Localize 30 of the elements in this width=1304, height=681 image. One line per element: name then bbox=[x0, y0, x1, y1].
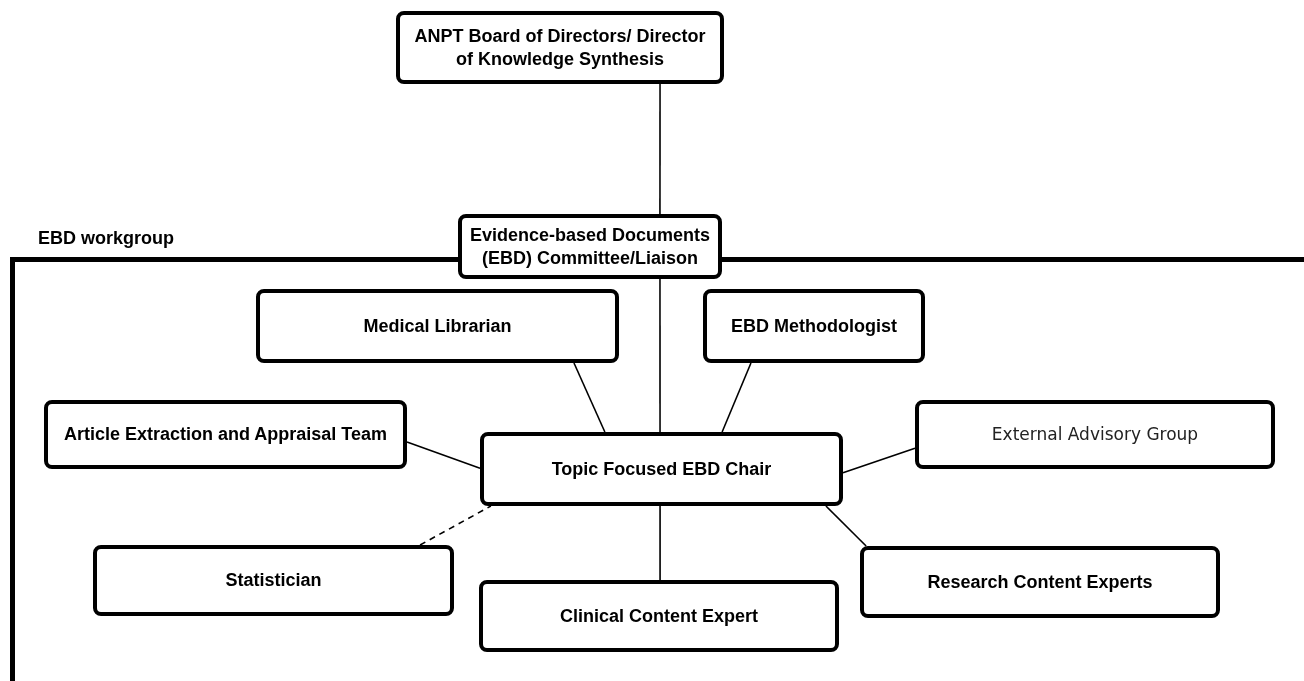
role-box bbox=[479, 580, 839, 652]
role-box bbox=[93, 545, 454, 616]
role-title: Statistician bbox=[225, 569, 322, 592]
role-box bbox=[703, 289, 925, 363]
role-box bbox=[860, 546, 1220, 618]
role-box bbox=[256, 289, 619, 363]
connector-line bbox=[573, 362, 606, 433]
role-title: Research Content Experts bbox=[927, 570, 1153, 594]
role-box bbox=[915, 400, 1275, 469]
role-title: EBD Methodologist bbox=[731, 314, 897, 338]
role-box bbox=[458, 214, 722, 279]
role-title: External Advisory Group bbox=[991, 423, 1199, 446]
connector-line bbox=[659, 278, 661, 433]
connector-line bbox=[659, 83, 661, 215]
connector-line bbox=[842, 447, 916, 474]
role-title: Article Extraction and Appraisal Team bbox=[63, 423, 388, 446]
role-box bbox=[480, 432, 843, 506]
role-title: Clinical Content Expert bbox=[560, 604, 758, 628]
role-title: Medical Librarian bbox=[363, 314, 512, 338]
role-box bbox=[396, 11, 724, 84]
connector-line bbox=[721, 362, 752, 433]
role-title: Evidence-based Documents (EBD) Committee/Liaison bbox=[468, 224, 712, 269]
role-box bbox=[44, 400, 407, 469]
connector-line bbox=[659, 505, 661, 581]
connector-line bbox=[406, 441, 481, 470]
role-title: Topic Focused EBD Chair bbox=[551, 457, 772, 481]
dashed-connector bbox=[419, 505, 492, 546]
role-title: ANPT Board of Directors/ Director of Knowledge Synthesis bbox=[413, 25, 707, 70]
group-heading: EBD workgroup bbox=[38, 227, 174, 250]
connector-line bbox=[825, 505, 867, 547]
